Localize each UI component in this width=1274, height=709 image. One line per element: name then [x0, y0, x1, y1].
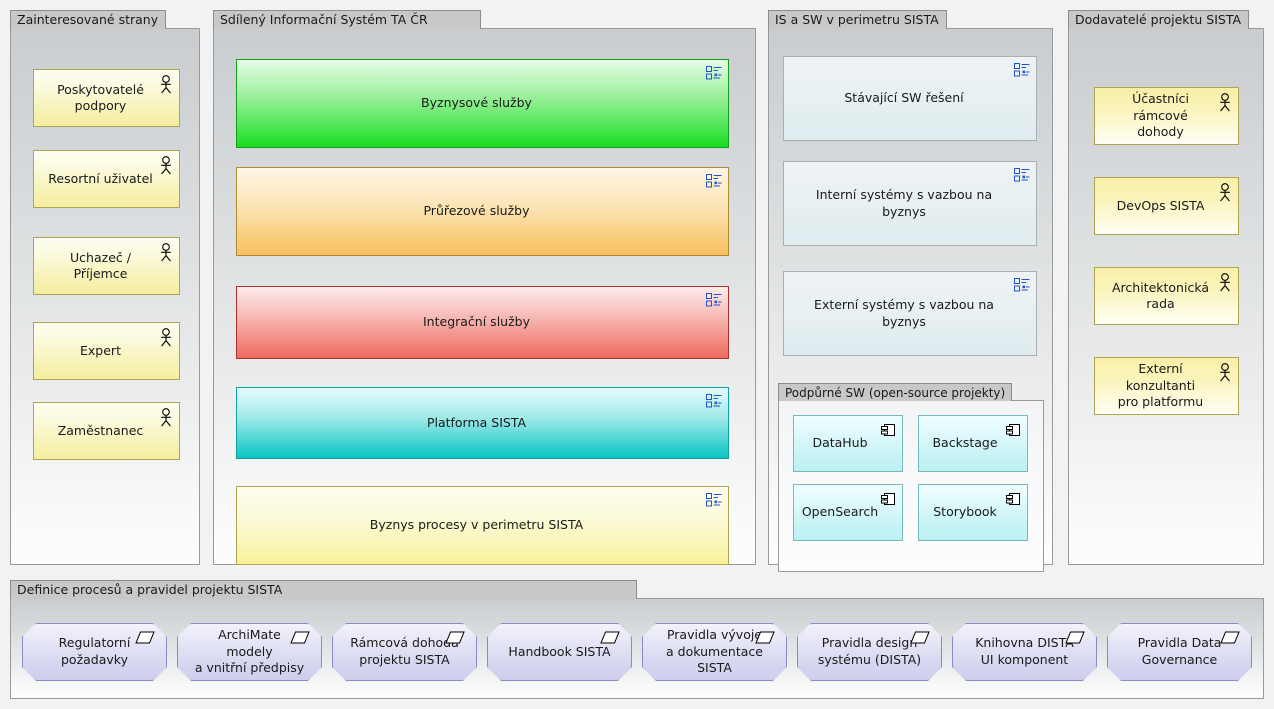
meaning-pravidla-vyvoje-a-dokumentace-sista[interactable]: Pravidla vývoje a dokumentace SISTA	[642, 623, 787, 681]
meaning-pravidla-design-systemu-dista[interactable]: Pravidla design systému (DISTA)	[797, 623, 942, 681]
component-opensearch[interactable]: OpenSearch	[793, 484, 903, 541]
package-suppliers-title: Dodavatelé projektu SISTA	[1068, 10, 1250, 29]
meaning-knihovna-dista-ui-komponent[interactable]: Knihovna DISTA UI komponent	[952, 623, 1097, 681]
actor-label: Expert	[80, 342, 121, 358]
component-label: OpenSearch	[801, 504, 879, 520]
uml-service-icon	[706, 174, 722, 188]
service-label: Byznysové služby	[421, 95, 532, 111]
actor-label: Architektonická rada	[1111, 279, 1209, 312]
actor-label: Uchazeč / Příjemce	[70, 249, 131, 282]
meaning-label: Pravidla Data Governance	[1137, 635, 1222, 667]
service-label: Platforma SISTA	[426, 414, 527, 430]
service-integracni-sluzby[interactable]: Integrační služby	[236, 286, 729, 359]
component-label: Backstage	[932, 435, 998, 451]
meaning-ramcova-dohoda-projektu-sista[interactable]: Rámcová dohoda projektu SISTA	[332, 623, 477, 681]
actor-icon	[1220, 183, 1230, 202]
actor-label: DevOps SISTA	[1116, 197, 1205, 213]
uml-component-icon	[881, 424, 895, 436]
actor-icon	[161, 408, 171, 427]
system-label: Stávající SW řešení	[844, 90, 964, 106]
meaning-pravidla-data-governance[interactable]: Pravidla Data Governance	[1107, 623, 1252, 681]
actor-expert[interactable]: Expert	[33, 322, 180, 380]
component-label: Storybook	[933, 504, 997, 520]
actor-architektonicka-rada[interactable]: Architektonická rada	[1094, 267, 1239, 325]
package-suppliers-body: Účastníci rámcové dohody DevOps SISTA	[1068, 28, 1264, 565]
actor-ucastnici-ramcove-dohody[interactable]: Účastníci rámcové dohody	[1094, 87, 1239, 145]
uml-component-icon	[1006, 424, 1020, 436]
meaning-archimate-modely-a-vnitrni-predpisy[interactable]: ArchiMate modely a vnitřní předpisy	[177, 623, 322, 681]
service-label: Byznys procesy v perimetru SISTA	[369, 517, 584, 533]
system-interni-systemy-s-vazbou-na-byznys[interactable]: Interní systémy s vazbou na byznys	[783, 161, 1037, 246]
package-suppliers: Dodavatelé projektu SISTA Účastníci rámc…	[1068, 10, 1264, 565]
system-externi-systemy-s-vazbou-na-byznys[interactable]: Externí systémy s vazbou na byznys	[783, 271, 1037, 356]
service-label: Integrační služby	[423, 314, 530, 330]
meaning-label: Rámcová dohoda projektu SISTA	[350, 635, 459, 667]
component-storybook[interactable]: Storybook	[918, 484, 1028, 541]
uml-service-icon	[706, 66, 722, 80]
actor-poskytovatele-podpory[interactable]: Poskytovatelé podpory	[33, 69, 180, 127]
package-perimeter-systems-title: IS a SW v perimetru SISTA	[768, 10, 947, 29]
service-byznys-procesy-v-perimetru-sista[interactable]: Byznys procesy v perimetru SISTA	[236, 486, 729, 565]
meaning-icon	[1220, 631, 1240, 644]
system-label: Interní systémy s vazbou na byznys	[815, 187, 993, 219]
meaning-label: Knihovna DISTA UI komponent	[975, 635, 1074, 667]
actor-label: Externí konzultanti pro platformu	[1117, 361, 1204, 410]
uml-service-icon	[706, 394, 722, 408]
package-definitions-body: Regulatorní požadavky ArchiMate modely a…	[10, 598, 1264, 699]
service-platforma-sista[interactable]: Platforma SISTA	[236, 387, 729, 459]
actor-resortni-uzivatel[interactable]: Resortní uživatel	[33, 150, 180, 208]
package-stakeholders-body: Poskytovatelé podpory Resortní uživatel	[10, 28, 200, 565]
system-label: Externí systémy s vazbou na byznys	[814, 297, 994, 329]
meaning-label: Regulatorní požadavky	[58, 635, 131, 667]
meaning-regulatorni-pozadavky[interactable]: Regulatorní požadavky	[22, 623, 167, 681]
meaning-label: Pravidla vývoje a dokumentace SISTA	[666, 626, 763, 676]
package-perimeter-systems: IS a SW v perimetru SISTA Stávající SW ř…	[768, 10, 1053, 572]
actor-icon	[161, 156, 171, 175]
package-stakeholders-title: Zainteresované strany	[10, 10, 167, 29]
actor-icon	[1220, 273, 1230, 292]
subpackage-support-sw-title: Podpůrné SW (open-source projekty)	[778, 383, 1013, 401]
package-definitions-title: Definice procesů a pravidel projektu SIS…	[10, 580, 637, 599]
actor-icon	[161, 328, 171, 347]
actor-icon	[161, 243, 171, 262]
service-label: Průřezové služby	[423, 203, 530, 219]
component-label: DataHub	[812, 435, 868, 451]
actor-uchazec-prijemce[interactable]: Uchazeč / Příjemce	[33, 237, 180, 295]
actor-label: Zaměstnanec	[57, 422, 144, 438]
meaning-label: ArchiMate modely a vnitřní předpisy	[194, 626, 305, 676]
uml-service-icon	[1014, 63, 1030, 77]
system-stavajici-sw-reseni[interactable]: Stávající SW řešení	[783, 56, 1037, 141]
package-stakeholders: Zainteresované strany Poskytovatelé podp…	[10, 10, 200, 565]
component-backstage[interactable]: Backstage	[918, 415, 1028, 472]
actor-label: Resortní uživatel	[48, 170, 153, 186]
package-perimeter-systems-body: Stávající SW řešení Interní systémy s va…	[768, 28, 1053, 572]
actor-icon	[1220, 93, 1230, 112]
actor-label: Poskytovatelé podpory	[57, 81, 144, 114]
package-shared-information-system-body: Byznysové služby Průřezové služby	[213, 28, 756, 565]
actor-externi-konzultanti-pro-platformu[interactable]: Externí konzultanti pro platformu	[1094, 357, 1239, 415]
subpackage-support-sw-body: DataHub Backstage	[778, 400, 1044, 572]
component-datahub[interactable]: DataHub	[793, 415, 903, 472]
meaning-label: Pravidla design systému (DISTA)	[817, 635, 922, 667]
meaning-icon	[600, 631, 620, 644]
package-shared-information-system-title: Sdílený Informační Systém TA ČR	[213, 10, 481, 29]
uml-component-icon	[881, 493, 895, 505]
meaning-label: Handbook SISTA	[508, 643, 611, 659]
actor-devops-sista[interactable]: DevOps SISTA	[1094, 177, 1239, 235]
actor-icon	[161, 75, 171, 94]
meaning-icon	[135, 631, 155, 644]
package-shared-information-system: Sdílený Informační Systém TA ČR Byznysov…	[213, 10, 756, 565]
uml-service-icon	[1014, 168, 1030, 182]
uml-service-icon	[706, 293, 722, 307]
uml-service-icon	[1014, 278, 1030, 292]
service-byznysove-sluzby[interactable]: Byznysové služby	[236, 59, 729, 148]
actor-icon	[1220, 363, 1230, 382]
uml-service-icon	[706, 493, 722, 507]
actor-zamestnanec[interactable]: Zaměstnanec	[33, 402, 180, 460]
meaning-handbook-sista[interactable]: Handbook SISTA	[487, 623, 632, 681]
actor-label: Účastníci rámcové dohody	[1132, 91, 1189, 140]
service-prurezove-sluzby[interactable]: Průřezové služby	[236, 167, 729, 256]
package-definitions: Definice procesů a pravidel projektu SIS…	[10, 580, 1264, 699]
uml-component-icon	[1006, 493, 1020, 505]
